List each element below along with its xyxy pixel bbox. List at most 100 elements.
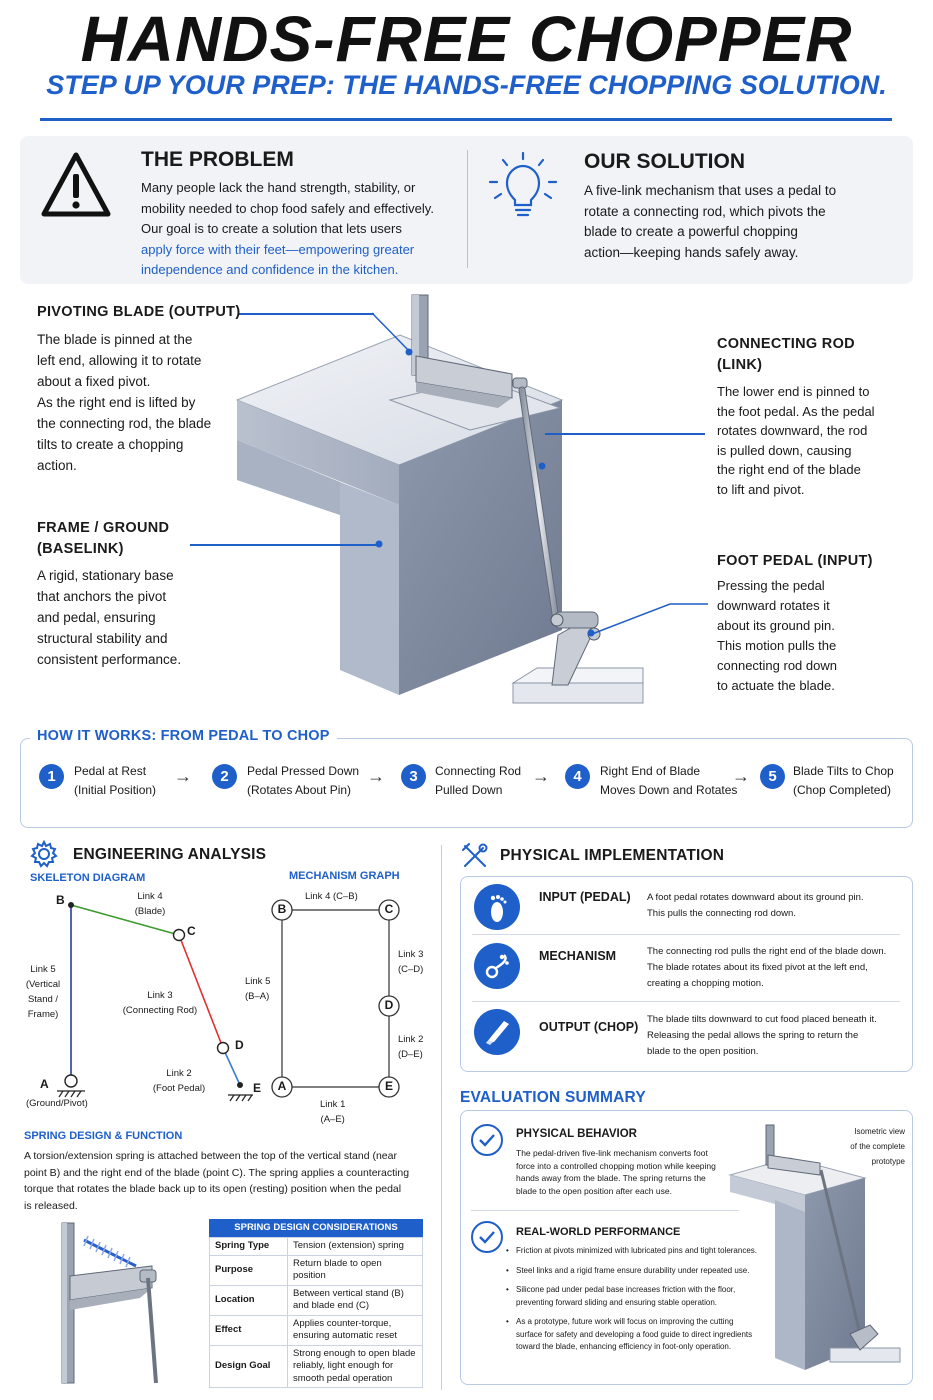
real-world-list: •Friction at pivots minimized with lubri… bbox=[506, 1245, 776, 1354]
page-title: HANDS-FREE CHOPPER bbox=[80, 3, 853, 75]
spring-title: SPRING DESIGN & FUNCTION bbox=[24, 1130, 183, 1142]
rod-leader bbox=[545, 433, 705, 435]
step-arrow: → bbox=[367, 766, 385, 786]
skeleton-node-e: E bbox=[253, 1081, 262, 1095]
spring-illustration bbox=[61, 1222, 158, 1384]
rod-callout: CONNECTING ROD (LINK) The lower end is p… bbox=[717, 336, 875, 497]
mechanism-text: The connecting rod pulls the right end o… bbox=[647, 946, 887, 989]
section-divider bbox=[441, 845, 442, 1390]
spring-text: A torsion/extension spring is attached b… bbox=[24, 1150, 410, 1212]
skeleton-link4-label: Link 4(Blade) bbox=[134, 891, 166, 917]
skeleton-ground-label: (Ground/Pivot) bbox=[26, 1098, 88, 1109]
how-it-works-title: HOW IT WORKS: FROM PEDAL TO CHOP bbox=[30, 728, 337, 744]
mechanism-title: MECHANISM bbox=[539, 949, 617, 963]
real-world-title: REAL-WORLD PERFORMANCE bbox=[516, 1226, 681, 1238]
output-chop-title: OUTPUT (CHOP) bbox=[539, 1020, 639, 1034]
problem-text: Many people lack the hand strength, stab… bbox=[141, 178, 451, 281]
skeleton-link2-label: Link 2(Foot Pedal) bbox=[152, 1068, 206, 1094]
step-arrow: → bbox=[532, 766, 550, 786]
skeleton-node-b: B bbox=[56, 893, 65, 907]
problem-solution-panel bbox=[20, 136, 913, 284]
graph-node-c bbox=[378, 899, 400, 921]
step-arrow: → bbox=[732, 766, 750, 786]
knife-icon bbox=[474, 1009, 520, 1055]
prototype-render bbox=[728, 1124, 901, 1370]
warning-icon bbox=[41, 152, 111, 217]
evaluation-title: EVALUATION SUMMARY bbox=[460, 1089, 646, 1106]
graph-node-d-label: D bbox=[384, 998, 394, 1012]
spring-table: SPRING DESIGN CONSIDERATIONS Spring Type… bbox=[209, 1219, 423, 1388]
step-5-number: 5 bbox=[760, 764, 785, 789]
engineering-title: ENGINEERING ANALYSIS bbox=[73, 846, 267, 863]
header-divider bbox=[40, 118, 892, 121]
physical-behavior-title: PHYSICAL BEHAVIOR bbox=[516, 1128, 637, 1140]
pedal-leader bbox=[591, 603, 708, 635]
skeleton-diagram bbox=[57, 902, 253, 1102]
node-d bbox=[216, 1041, 230, 1055]
frame-callout: FRAME / GROUND (BASELINK) A rigid, stati… bbox=[37, 520, 182, 667]
step-3-number: 3 bbox=[401, 764, 426, 789]
tools-icon bbox=[462, 843, 488, 867]
mechanism-graph bbox=[271, 899, 400, 1098]
skeleton-node-d: D bbox=[235, 1038, 244, 1052]
blade-leader bbox=[238, 313, 372, 315]
graph-link4-label: Link 4 (C–B) bbox=[305, 891, 358, 902]
page-subtitle: STEP UP YOUR PREP: THE HANDS-FREE CHOPPI… bbox=[46, 70, 887, 100]
frame-leader bbox=[190, 544, 380, 546]
step-2: Pedal Pressed Down(Rotates About Pin) bbox=[247, 764, 360, 797]
graph-title: MECHANISM GRAPH bbox=[289, 870, 400, 882]
skeleton-node-a: A bbox=[40, 1077, 49, 1091]
physical-behavior-text: The pedal-driven five-link mechanism con… bbox=[516, 1148, 716, 1196]
check-circle-icon bbox=[471, 1221, 503, 1253]
list-item: •Steel links and a rigid frame ensure du… bbox=[506, 1265, 750, 1275]
list-item: •As a prototype, future work will focus … bbox=[506, 1317, 753, 1351]
step-5: Blade Tilts to Chop(Chop Completed) bbox=[793, 764, 894, 797]
step-arrow: → bbox=[174, 766, 192, 786]
solution-title: OUR SOLUTION bbox=[584, 150, 745, 173]
link-2-line bbox=[222, 1047, 241, 1086]
link-3-line bbox=[178, 934, 224, 1049]
mechanism-icon bbox=[474, 943, 520, 989]
foot-icon bbox=[474, 884, 520, 930]
link-4-line bbox=[70, 904, 180, 936]
node-a bbox=[64, 1074, 78, 1088]
graph-link3-label: Link 3(C–D) bbox=[398, 949, 424, 975]
output-chop-text: The blade tilts downward to cut food pla… bbox=[647, 1014, 877, 1057]
step-2-number: 2 bbox=[212, 764, 237, 789]
lightbulb-icon bbox=[488, 151, 558, 217]
solution-text: A five-link mechanism that uses a pedal … bbox=[584, 183, 837, 260]
check-circle-icon bbox=[471, 1124, 503, 1156]
problem-highlight: apply force with their feet—empowering g… bbox=[141, 241, 415, 257]
graph-node-e-label: E bbox=[384, 1079, 393, 1093]
graph-node-b bbox=[271, 899, 293, 921]
graph-node-c-label: C bbox=[384, 902, 394, 916]
node-b bbox=[68, 902, 74, 908]
graph-node-e bbox=[378, 1076, 400, 1098]
list-item: •Friction at pivots minimized with lubri… bbox=[506, 1246, 757, 1255]
list-item: •Silicone pad under pedal base increases… bbox=[506, 1285, 736, 1307]
step-1-number: 1 bbox=[39, 764, 64, 789]
input-pedal-title: INPUT (PEDAL) bbox=[539, 890, 631, 904]
graph-link5-label: Link 5(B–A) bbox=[245, 976, 271, 1002]
node-c bbox=[172, 928, 186, 942]
input-pedal-text: A foot pedal rotates downward about its … bbox=[647, 892, 864, 919]
node-e bbox=[237, 1082, 243, 1088]
physical-title: PHYSICAL IMPLEMENTATION bbox=[500, 847, 725, 864]
skeleton-link3-label: Link 3(Connecting Rod) bbox=[122, 990, 198, 1016]
graph-node-a-label: A bbox=[277, 1079, 287, 1093]
graph-node-a bbox=[271, 1076, 293, 1098]
spring-table-title: SPRING DESIGN CONSIDERATIONS bbox=[209, 1219, 423, 1237]
pedal-callout: FOOT PEDAL (INPUT) Pressing the pedal do… bbox=[717, 553, 873, 693]
blade-callout: PIVOTING BLADE (OUTPUT) The blade is pin… bbox=[37, 304, 241, 473]
chopper-illustration bbox=[235, 294, 644, 704]
panel-divider bbox=[467, 150, 468, 268]
graph-node-d bbox=[378, 995, 400, 1017]
